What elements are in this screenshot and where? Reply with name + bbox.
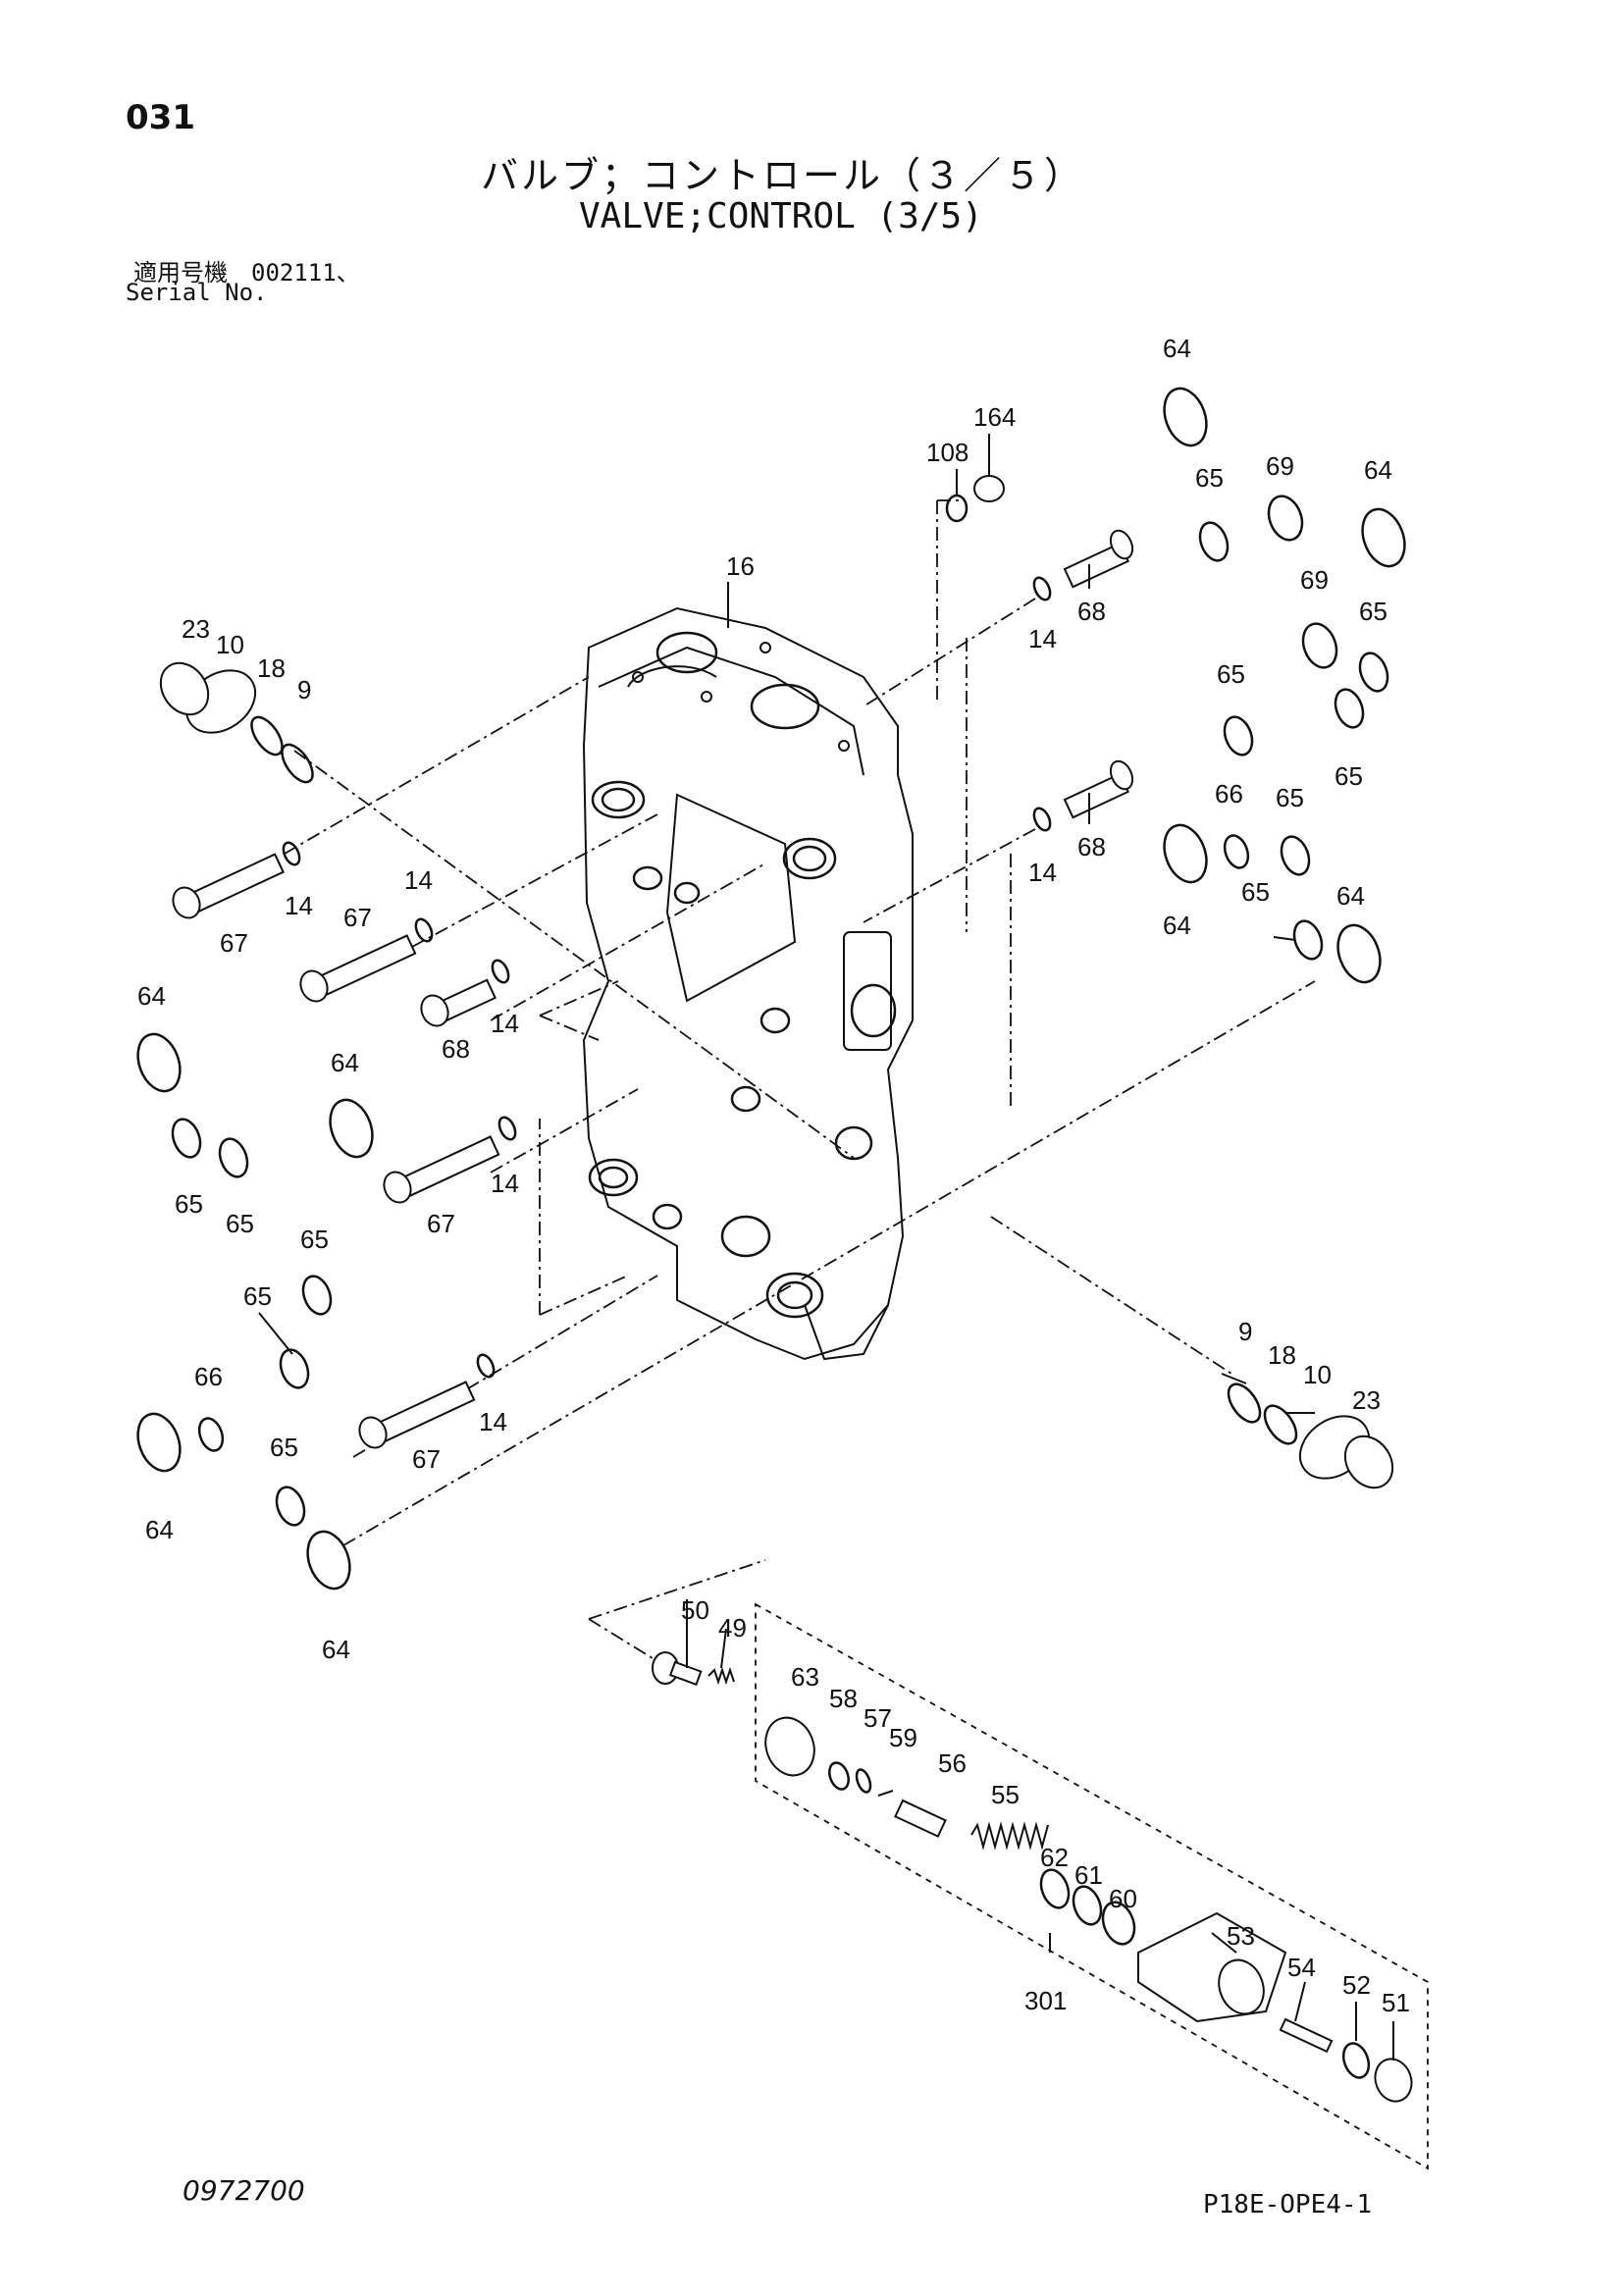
part-callout-58: 58 <box>829 1684 858 1713</box>
part-callout-10: 10 <box>216 630 244 659</box>
bolt-68-middle <box>420 959 510 1027</box>
part-callout-65: 65 <box>1276 783 1304 812</box>
part-callout-56: 56 <box>938 1748 967 1778</box>
part-callout-65: 65 <box>1335 761 1363 791</box>
part-callout-65: 65 <box>300 1225 329 1254</box>
part-callout-59: 59 <box>889 1723 917 1752</box>
o-ring-108 <box>945 494 969 523</box>
part-callout-301: 301 <box>1024 1986 1067 2015</box>
part-callout-164: 164 <box>973 402 1016 432</box>
callout-labels: 164 108 16 23 10 18 9 14 68 14 68 67 14 … <box>137 334 1410 2061</box>
part-callout-65: 65 <box>270 1433 298 1462</box>
part-callout-69: 69 <box>1300 565 1329 595</box>
part-callout-66: 66 <box>194 1362 223 1391</box>
part-callout-65: 65 <box>226 1209 254 1238</box>
part-callout-69: 69 <box>1266 451 1294 481</box>
plug-23-lower-right <box>1227 1383 1394 1489</box>
part-callout-67: 67 <box>427 1209 455 1238</box>
part-callout-64: 64 <box>145 1515 174 1544</box>
part-callout-65: 65 <box>1359 597 1387 626</box>
part-callout-67: 67 <box>412 1444 441 1474</box>
part-callout-9: 9 <box>297 675 311 704</box>
title-japanese: バルブ；コントロール（３／５） <box>481 154 1085 197</box>
bolt-67-lower <box>383 1116 517 1204</box>
part-callout-9: 9 <box>1238 1317 1252 1346</box>
part-callout-18: 18 <box>1268 1340 1296 1370</box>
o-rings <box>136 387 1406 1591</box>
valve-body-housing <box>582 606 914 1361</box>
bolt-67-bottom <box>358 1353 496 1449</box>
part-callout-23: 23 <box>182 614 210 644</box>
part-callout-16: 16 <box>726 551 755 581</box>
part-callout-64: 64 <box>1364 455 1392 485</box>
part-callout-55: 55 <box>991 1780 1020 1809</box>
page-number: 031 <box>126 98 195 137</box>
drawing-code: P18E-OPE4-1 <box>1203 2190 1373 2219</box>
part-callout-65: 65 <box>175 1189 203 1219</box>
part-callout-18: 18 <box>257 653 286 683</box>
title-english: VALVE;CONTROL (3/5) <box>579 196 983 236</box>
plug-164 <box>973 475 1005 502</box>
part-callout-67: 67 <box>343 903 372 932</box>
part-callout-66: 66 <box>1215 779 1243 809</box>
part-callout-57: 57 <box>864 1703 892 1733</box>
part-callout-14: 14 <box>491 1169 519 1198</box>
part-callout-65: 65 <box>243 1281 272 1311</box>
part-callout-64: 64 <box>137 981 166 1011</box>
part-callout-49: 49 <box>718 1613 747 1643</box>
part-callout-68: 68 <box>442 1034 470 1064</box>
part-callout-10: 10 <box>1303 1360 1332 1389</box>
part-callout-108: 108 <box>926 438 969 467</box>
part-callout-65: 65 <box>1241 877 1270 907</box>
part-callout-68: 68 <box>1077 597 1106 626</box>
serial-number-value: 002111、 <box>251 259 360 287</box>
part-callout-51: 51 <box>1382 1988 1410 2017</box>
bolt-68-upper-right <box>1032 529 1134 601</box>
relief-valve-assembly-301 <box>652 1602 1429 2170</box>
part-callout-65: 65 <box>1195 463 1224 493</box>
part-callout-14: 14 <box>479 1407 507 1436</box>
part-callout-53: 53 <box>1227 1921 1255 1951</box>
plug-23-upper-left <box>159 661 314 784</box>
bolt-67-upper-left <box>172 841 301 919</box>
part-callout-52: 52 <box>1342 1970 1371 2000</box>
part-callout-65: 65 <box>1217 659 1245 689</box>
part-callout-60: 60 <box>1109 1884 1137 1913</box>
serial-label-english: Serial No. <box>126 279 268 306</box>
part-callout-64: 64 <box>1163 911 1191 940</box>
part-callout-64: 64 <box>1163 334 1191 363</box>
document-number: 0972700 <box>183 2174 305 2207</box>
bolt-68-right <box>1032 759 1134 832</box>
part-callout-63: 63 <box>791 1662 819 1692</box>
serial-label-japanese: 適用号機 <box>133 259 228 287</box>
part-callout-14: 14 <box>491 1009 519 1038</box>
part-callout-64: 64 <box>1336 881 1365 911</box>
part-callout-68: 68 <box>1077 832 1106 861</box>
part-callout-62: 62 <box>1040 1843 1069 1872</box>
part-callout-64: 64 <box>322 1635 350 1664</box>
part-callout-50: 50 <box>681 1595 709 1625</box>
assembly-leader-lines <box>284 499 1316 1659</box>
part-callout-14: 14 <box>285 891 313 920</box>
part-callout-23: 23 <box>1352 1385 1381 1415</box>
part-callout-14: 14 <box>1028 624 1057 653</box>
part-callout-67: 67 <box>220 928 248 958</box>
part-callout-64: 64 <box>331 1048 359 1077</box>
part-callout-14: 14 <box>404 865 433 895</box>
part-callout-61: 61 <box>1074 1860 1103 1890</box>
part-callout-54: 54 <box>1287 1953 1316 1982</box>
part-callout-14: 14 <box>1028 858 1057 887</box>
bolt-67-middle <box>299 917 434 1003</box>
